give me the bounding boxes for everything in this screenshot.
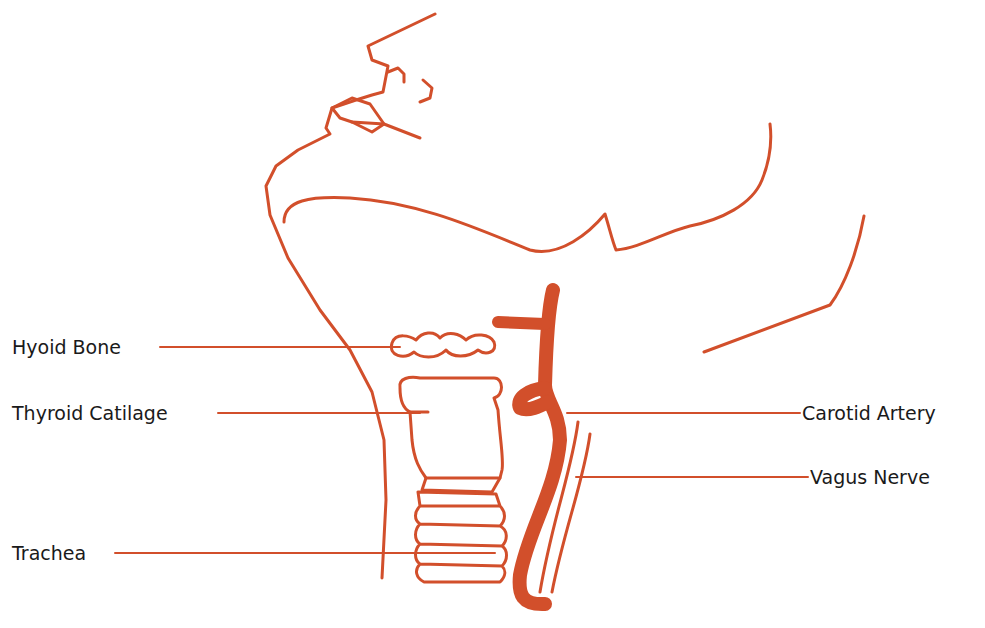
part-label: Trachea	[12, 541, 86, 565]
carotid-bulb	[519, 388, 548, 409]
carotid-branch	[498, 322, 545, 324]
leader-line	[160, 346, 400, 348]
thyroid-cartilage	[400, 377, 503, 478]
part-label: Thyroid Catilage	[12, 401, 168, 425]
leader-line	[576, 476, 808, 478]
part-label: Hyoid Bone	[12, 335, 121, 359]
face-outline	[266, 14, 435, 578]
jaw-line	[284, 124, 771, 251]
leader-line	[567, 412, 800, 414]
part-label: Vagus Nerve	[810, 465, 930, 489]
part-label: Carotid Artery	[802, 401, 936, 425]
neck-back	[704, 216, 864, 352]
lip-line	[352, 122, 420, 138]
cartilage-notch	[410, 412, 500, 492]
carotid-artery	[520, 290, 560, 604]
trachea-rings	[416, 492, 507, 582]
hyoid-bone	[391, 333, 494, 357]
leader-line	[115, 552, 495, 554]
mouth-outline	[332, 98, 384, 132]
nose-mark	[420, 80, 432, 102]
leader-line	[218, 412, 420, 414]
eye-mark	[388, 68, 404, 82]
